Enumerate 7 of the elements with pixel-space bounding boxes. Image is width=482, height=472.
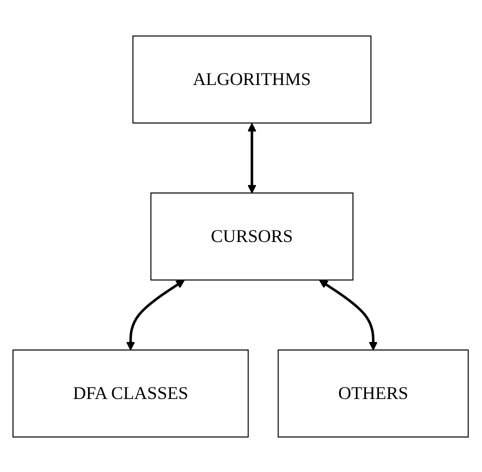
node-box: ALGORITHMS	[132, 35, 372, 123]
node-box: DFA CLASSES	[12, 349, 250, 437]
arrow	[126, 279, 186, 350]
node-box: CURSORS	[150, 192, 354, 280]
arrow	[248, 122, 257, 193]
arrow	[319, 279, 378, 350]
node-box: OTHERS	[278, 349, 470, 437]
